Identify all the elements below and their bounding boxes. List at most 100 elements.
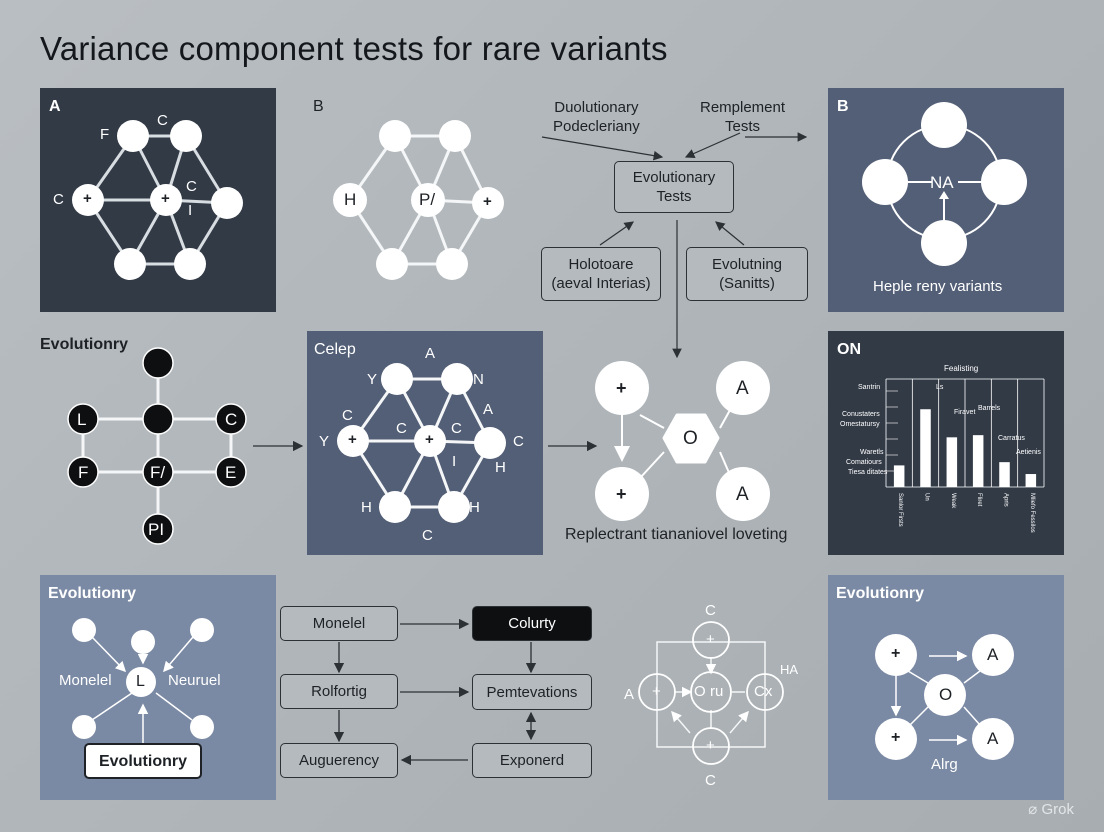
node-label: +	[83, 190, 92, 207]
node-label: C	[705, 772, 716, 789]
node-label: +	[616, 378, 627, 398]
node-label: C	[342, 407, 353, 424]
node-label: L	[77, 410, 87, 429]
watermark-text: Grok	[1041, 801, 1074, 818]
row-label: Tiesa ditates	[848, 469, 888, 476]
panel-top-mid: B H P/ +	[304, 88, 540, 312]
node-label: F	[78, 463, 89, 482]
node-label: I	[452, 453, 457, 470]
flow-box-pemtevations[interactable]: Pemtevations	[472, 674, 592, 710]
hub-node	[662, 413, 720, 464]
node-label: F	[100, 126, 110, 143]
panel-caption: Alrg	[931, 756, 958, 773]
hex-network	[337, 363, 506, 523]
star-network	[72, 618, 214, 745]
chart-tick-label: Fliret	[976, 493, 982, 507]
chart-bar	[893, 465, 905, 487]
node-label: C	[451, 420, 462, 437]
node-label: L	[136, 673, 145, 690]
panel-label: Evolutionry	[40, 336, 129, 353]
col-header: Barrels	[978, 405, 1001, 412]
flow-box-exponerd[interactable]: Exponerd	[472, 743, 592, 778]
node-label: +	[652, 683, 661, 700]
node-label: C	[157, 112, 168, 129]
panel-label: B	[313, 98, 324, 115]
col-header: Carratus	[998, 435, 1025, 442]
panel-mid-center: Celep A Y N A C C C Y C	[307, 331, 543, 555]
node-label: Monelel	[59, 672, 112, 689]
panel-bottom-right: Evolutionry + A O + A Alrg	[828, 575, 1064, 800]
flow-box-auguerency[interactable]: Auguerency	[280, 743, 398, 778]
node-label: A	[624, 686, 635, 703]
chart-tick-label: Weak	[950, 493, 956, 509]
hex-network	[72, 120, 243, 280]
chart-bar	[946, 437, 958, 487]
node-label: Cx	[754, 683, 773, 700]
node-label: +	[348, 431, 357, 448]
panel-label: B	[837, 98, 849, 115]
hex-network	[333, 120, 504, 280]
node-label: Neuruel	[168, 672, 221, 689]
panel-label: A	[49, 98, 61, 115]
node-label: O	[939, 685, 953, 704]
row-label: Santrin	[858, 384, 881, 391]
panel-caption: Heple reny variants	[873, 278, 1003, 295]
node-label: +	[161, 190, 170, 207]
node-label: A	[987, 729, 999, 748]
node-label: F/	[150, 463, 166, 482]
panel-label: Evolutionry	[48, 585, 137, 602]
node-label: H	[495, 459, 506, 476]
panel-bottom-left: Evolutionry Monelel Neuruel L Evolutionr…	[40, 575, 276, 800]
node-label: N	[473, 371, 484, 388]
node-label: I	[188, 202, 193, 219]
node-label: +	[706, 737, 715, 754]
panel-top-left: A F C C + + C I	[40, 88, 276, 312]
node-label: C	[186, 178, 197, 195]
panel-top-right: B NA Heple reny variants	[828, 88, 1064, 312]
evolutionry-button[interactable]: Evolutionry	[84, 743, 202, 779]
flow-caption: Replectrant tiananiovel loveting	[565, 526, 788, 543]
node-label: O	[683, 428, 698, 449]
node-label: PI	[148, 520, 165, 539]
chart-title: Fealisting	[944, 364, 979, 373]
holotoare-box[interactable]: Holotoare(aeval Interias)	[541, 247, 661, 301]
node-label: H	[344, 190, 357, 209]
flow-box-rolfortig[interactable]: Rolfortig	[280, 674, 398, 709]
chart-bar	[1025, 474, 1037, 487]
node-label: H	[361, 499, 372, 516]
node-label: C	[53, 191, 64, 208]
node-label: C	[705, 602, 716, 619]
chart-bar	[999, 462, 1010, 487]
hub-network	[595, 361, 770, 521]
node-label: H	[469, 499, 480, 516]
node-label: A	[425, 345, 436, 362]
flow-box-colurty[interactable]: Colurty	[472, 606, 592, 641]
node-label: HA	[780, 662, 799, 677]
panel-label: Celep	[314, 341, 356, 358]
chart-bar	[920, 409, 931, 487]
node-label: C	[225, 410, 238, 429]
evolutning-box[interactable]: Evolutning(Sanitts)	[686, 247, 808, 301]
node-label: +	[425, 431, 434, 448]
node-label: +	[483, 193, 492, 210]
chart-tick-label: Mliefo Fessilos	[1029, 493, 1035, 533]
chart-tick-label: Apris	[1003, 493, 1009, 507]
panel-mid-left: Evolutionry L C F F/ E PI	[40, 330, 276, 554]
node-label: C	[513, 433, 524, 450]
node-label: A	[736, 378, 749, 399]
watermark: ⌀ Grok	[1028, 800, 1074, 818]
node-label: C	[396, 420, 407, 437]
node-label: E	[225, 463, 237, 482]
grid-network	[67, 347, 247, 545]
node-label: ru	[710, 683, 724, 700]
row-label: Conustaters	[842, 411, 880, 418]
page-title: Variance component tests for rare varian…	[40, 30, 668, 67]
panel-label: Evolutionry	[836, 585, 925, 602]
flow-box-monelel[interactable]: Monelel	[280, 606, 398, 641]
